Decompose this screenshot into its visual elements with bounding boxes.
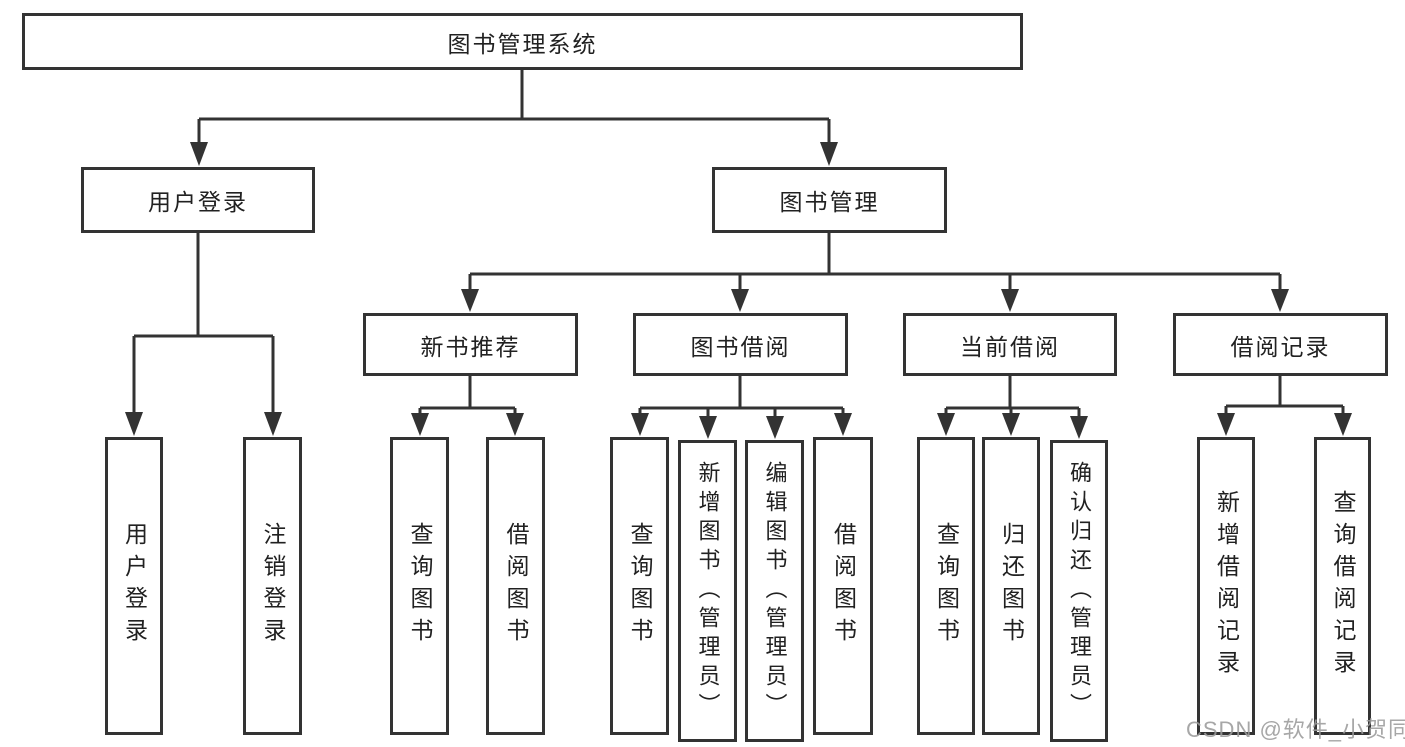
arrow-down-icon: [264, 412, 282, 436]
arrow-down-icon: [461, 289, 479, 312]
leaf-query-book-1-label: 查询图书: [407, 522, 433, 650]
arrow-down-icon: [1070, 416, 1088, 439]
node-user-login-branch: 用户登录: [81, 167, 315, 233]
leaf-edit-book-admin-label: 编辑图书（管理员）: [762, 460, 788, 722]
leaf-query-borrow-record-label: 查询借阅记录: [1330, 490, 1356, 682]
leaf-query-borrow-record: 查询借阅记录: [1314, 437, 1371, 735]
leaf-borrow-book-2: 借阅图书: [813, 437, 873, 735]
node-current-borrow: 当前借阅: [903, 313, 1117, 376]
arrow-down-icon: [731, 289, 749, 312]
connector-user-login-to-leaves: [125, 233, 282, 436]
connector-root-to-level2: [190, 70, 838, 166]
arrow-down-icon: [411, 413, 429, 436]
leaf-query-book-2-label: 查询图书: [627, 522, 653, 650]
arrow-down-icon: [699, 416, 717, 439]
node-new-book-recommend: 新书推荐: [363, 313, 578, 376]
leaf-user-login-label: 用户登录: [121, 522, 148, 650]
node-new-book-recommend-label: 新书推荐: [420, 333, 521, 360]
connector-book-borrow-to-leaves: [631, 376, 852, 439]
arrow-down-icon: [1001, 289, 1019, 312]
connector-current-borrow-to-leaves: [937, 376, 1088, 439]
arrow-down-icon: [506, 413, 524, 436]
node-borrow-record: 借阅记录: [1173, 313, 1388, 376]
leaf-logout: 注销登录: [243, 437, 302, 735]
leaf-confirm-return-admin-label: 确认归还（管理员）: [1067, 460, 1092, 722]
leaf-logout-label: 注销登录: [260, 522, 286, 650]
arrow-down-icon: [1002, 413, 1020, 436]
leaf-add-borrow-record-label: 新增借阅记录: [1213, 490, 1240, 682]
arrow-down-icon: [1217, 413, 1235, 436]
node-user-login-branch-label: 用户登录: [148, 189, 248, 215]
leaf-borrow-book-2-label: 借阅图书: [830, 522, 857, 650]
connector-new-book-to-leaves: [411, 376, 524, 436]
arrow-down-icon: [937, 413, 955, 436]
leaf-query-book-1: 查询图书: [390, 437, 449, 735]
arrow-down-icon: [190, 142, 208, 166]
node-root: 图书管理系统: [22, 13, 1023, 70]
arrow-down-icon: [125, 412, 143, 436]
connector-book-mgmt-to-level3: [461, 233, 1289, 312]
connector-borrow-record-to-leaves: [1217, 376, 1352, 436]
node-borrow-record-label: 借阅记录: [1230, 333, 1331, 360]
leaf-borrow-book-1: 借阅图书: [486, 437, 545, 735]
leaf-user-login: 用户登录: [105, 437, 163, 735]
node-current-borrow-label: 当前借阅: [960, 333, 1060, 360]
arrow-down-icon: [1334, 413, 1352, 436]
node-book-management: 图书管理: [712, 167, 947, 233]
leaf-return-book-label: 归还图书: [998, 522, 1025, 650]
watermark: CSDN @软件_小贺同学: [1186, 717, 1405, 742]
leaf-query-book-2: 查询图书: [610, 437, 669, 735]
leaf-return-book: 归还图书: [982, 437, 1040, 735]
leaf-query-book-3-label: 查询图书: [933, 522, 960, 650]
node-book-borrow: 图书借阅: [633, 313, 848, 376]
node-book-management-label: 图书管理: [779, 189, 880, 215]
leaf-query-book-3: 查询图书: [917, 437, 975, 735]
leaf-edit-book-admin: 编辑图书（管理员）: [745, 440, 804, 742]
leaf-borrow-book-1-label: 借阅图书: [503, 522, 529, 650]
arrow-down-icon: [820, 142, 838, 166]
arrow-down-icon: [766, 416, 784, 439]
arrow-down-icon: [1271, 289, 1289, 312]
leaf-add-book-admin: 新增图书（管理员）: [678, 440, 737, 742]
node-book-borrow-label: 图书借阅: [690, 333, 791, 360]
arrow-down-icon: [631, 413, 649, 436]
arrow-down-icon: [834, 413, 852, 436]
leaf-add-borrow-record: 新增借阅记录: [1197, 437, 1255, 735]
node-root-label: 图书管理系统: [447, 30, 598, 57]
leaf-confirm-return-admin: 确认归还（管理员）: [1050, 440, 1108, 742]
leaf-add-book-admin-label: 新增图书（管理员）: [695, 460, 721, 722]
